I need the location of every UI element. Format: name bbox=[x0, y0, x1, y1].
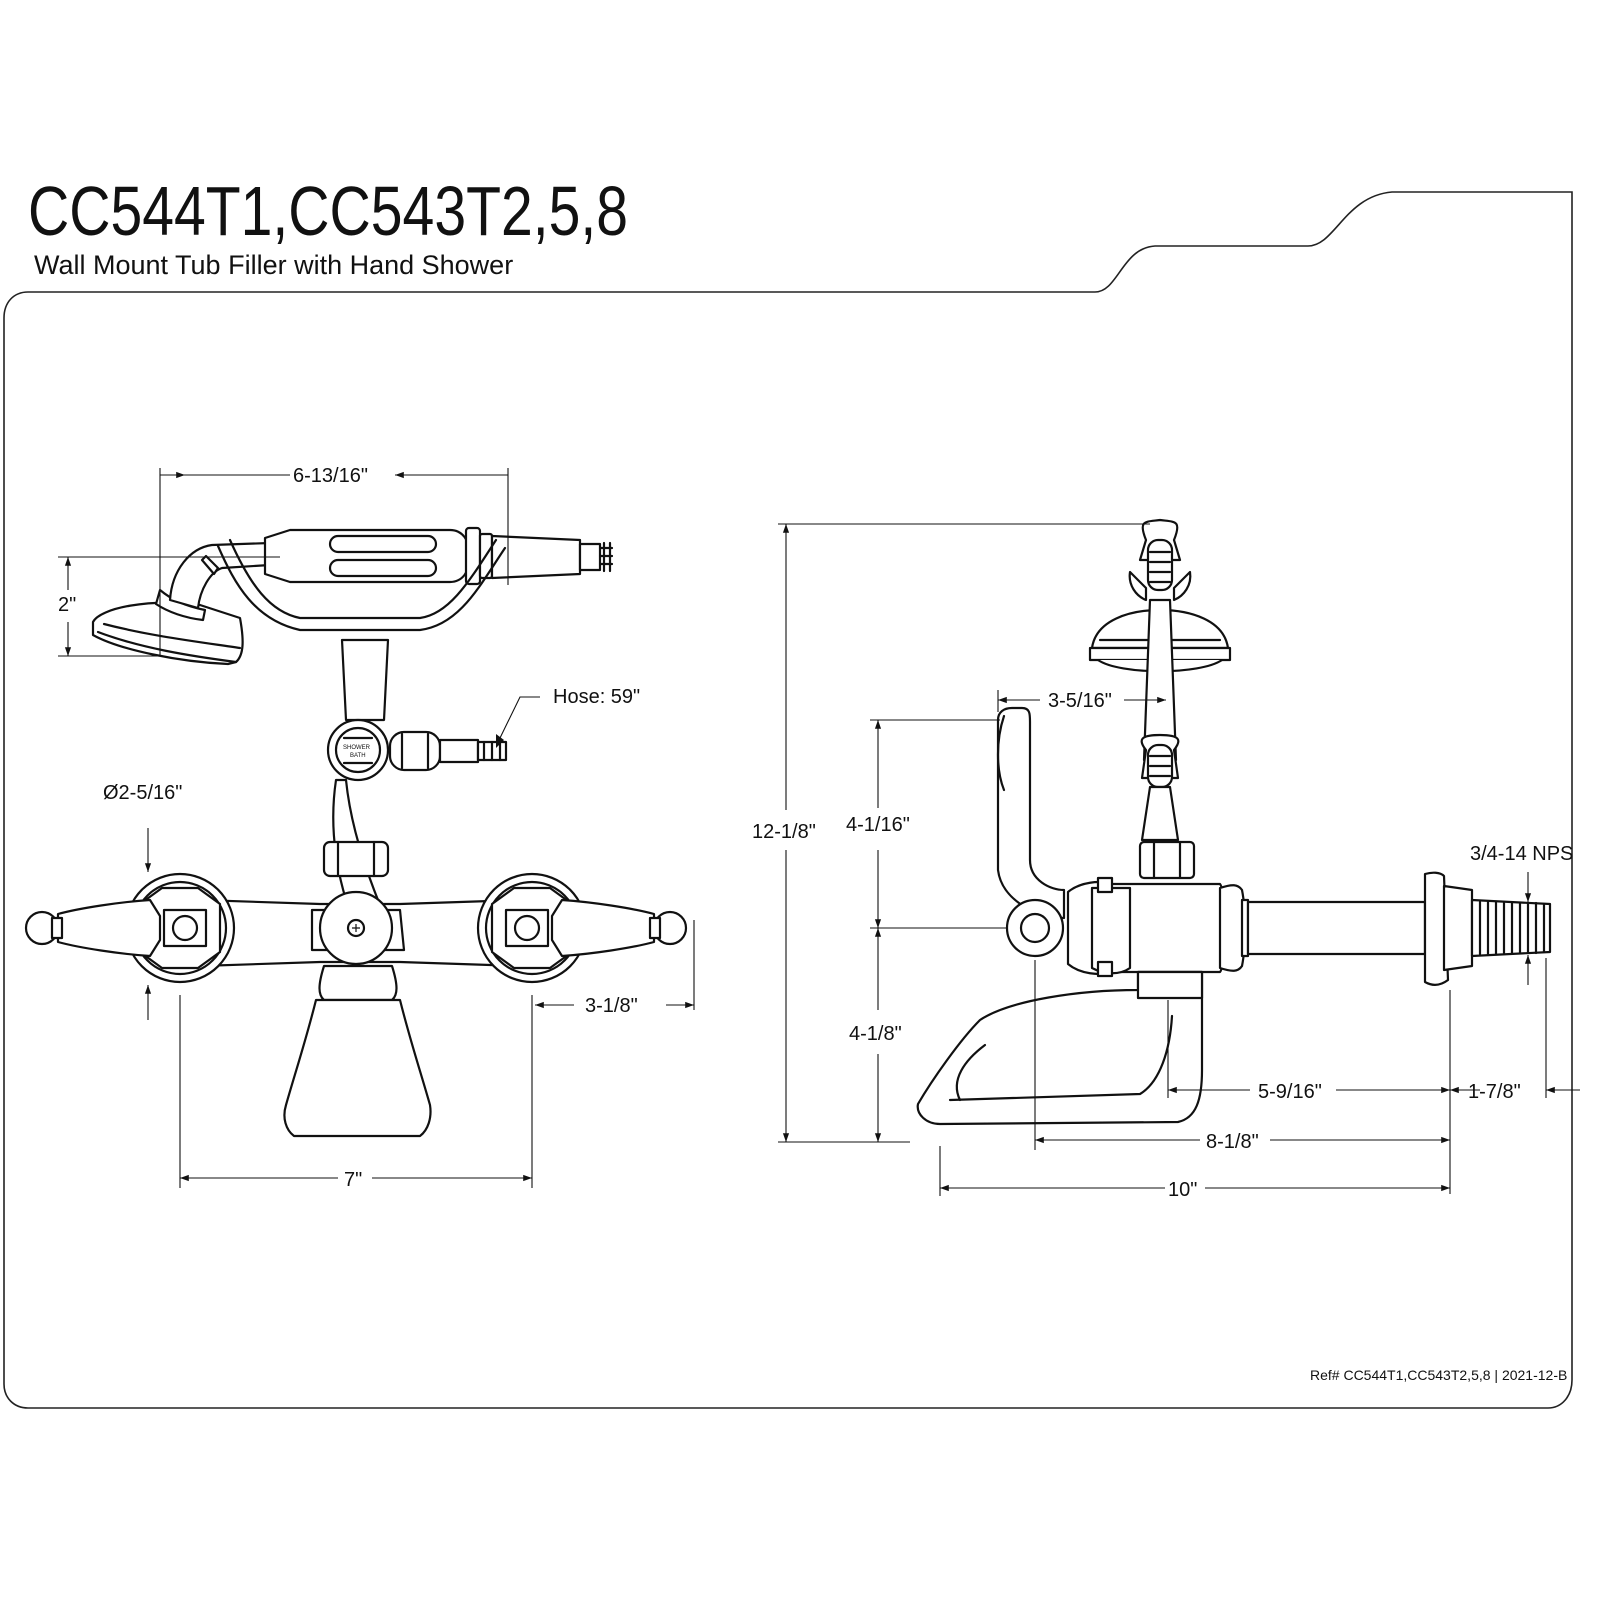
model-title: CC544T1,CC543T2,5,8 bbox=[28, 172, 628, 250]
center-lever bbox=[322, 778, 390, 902]
footer-reference: Ref# CC544T1,CC543T2,5,8 | 2021-12-B bbox=[1310, 1367, 1567, 1383]
front-dimensions: 6-13/16" 2" Hose: 59" Ø2-5/16" 3-1/8" 7" bbox=[58, 465, 695, 1191]
dim-handle-offset: 3-1/8" bbox=[585, 995, 638, 1017]
dim-hose-length: Hose: 59" bbox=[553, 686, 640, 708]
side-valve-stem bbox=[1005, 898, 1065, 958]
diverter-body: SHOWER BATH bbox=[326, 718, 508, 782]
dim-lower-height: 4-1/8" bbox=[849, 1023, 902, 1045]
dim-flange-diameter: Ø2-5/16" bbox=[103, 782, 182, 804]
dim-total-depth: 10" bbox=[1168, 1179, 1197, 1201]
dim-upper-height: 4-1/16" bbox=[846, 814, 910, 836]
left-handle bbox=[24, 872, 236, 984]
dim-spout-to-wall: 5-9/16" bbox=[1258, 1081, 1322, 1103]
drawing-frame bbox=[3, 191, 1573, 1409]
telephone-cradle bbox=[216, 538, 507, 722]
side-hex-nut bbox=[1138, 840, 1196, 880]
dim-handle-centers: 7" bbox=[344, 1169, 362, 1191]
product-subtitle: Wall Mount Tub Filler with Hand Shower bbox=[34, 250, 513, 280]
side-riser-pipe bbox=[996, 706, 1066, 920]
dim-height-showerhead: 2" bbox=[58, 594, 76, 616]
dim-total-height: 12-1/8" bbox=[752, 821, 816, 843]
diverter-label-shower: SHOWER bbox=[343, 745, 371, 751]
side-spout bbox=[916, 970, 1204, 1126]
side-showerhead bbox=[1088, 518, 1232, 842]
front-spout bbox=[283, 964, 432, 1138]
front-view: SHOWER BATH bbox=[24, 526, 688, 1138]
dim-cradle-offset: 3-5/16" bbox=[1048, 690, 1112, 712]
right-handle bbox=[476, 872, 688, 984]
handset-grip bbox=[263, 526, 614, 586]
dim-width-handshower: 6-13/16" bbox=[293, 465, 368, 487]
hand-shower-head bbox=[91, 541, 272, 666]
side-view bbox=[916, 518, 1552, 1126]
side-dimensions: 12-1/8" 4-1/16" 4-1/8" 3-5/16" 3/4-14 NP… bbox=[752, 523, 1580, 1201]
side-valve-body bbox=[1066, 871, 1552, 986]
diverter-label-bath: BATH bbox=[350, 753, 366, 759]
dim-spout-reach: 8-1/8" bbox=[1206, 1131, 1259, 1153]
dim-thread-length: 1-7/8" bbox=[1468, 1081, 1521, 1103]
dim-thread-spec: 3/4-14 NPS bbox=[1470, 843, 1573, 865]
